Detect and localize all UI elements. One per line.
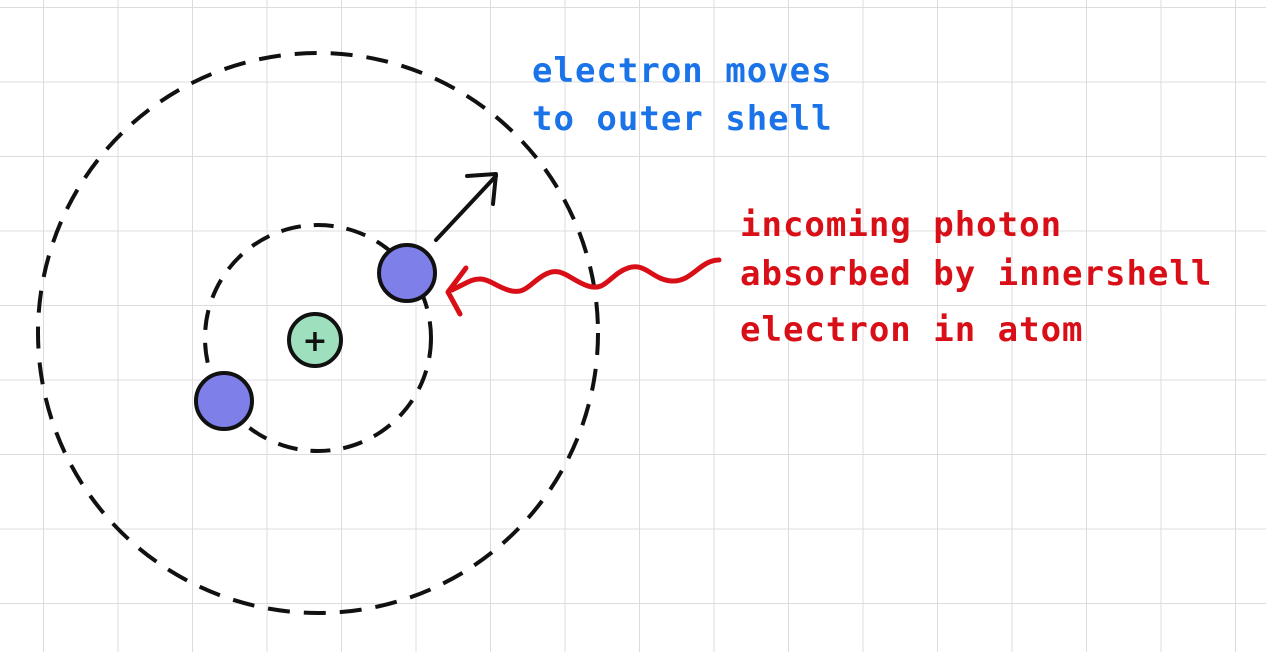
photon-label-line2: absorbed by innershell [740, 254, 1212, 294]
nucleus-circle [287, 312, 343, 368]
photon-label-line1: incoming photon [740, 205, 1062, 245]
nucleus-plus-icon: + [302, 324, 327, 359]
electron-upper [377, 243, 437, 303]
transition-arrow-icon [434, 172, 498, 242]
inner-shell [203, 223, 433, 453]
electron-moves-label-line1: electron moves [532, 51, 833, 91]
outer-shell [36, 51, 600, 615]
photon-label-line3: electron in atom [740, 310, 1084, 350]
photon-wave-icon [445, 257, 722, 317]
electron-lower [194, 371, 254, 431]
nucleus: + [287, 312, 343, 368]
electron-moves-label-line2: to outer shell [532, 99, 833, 139]
